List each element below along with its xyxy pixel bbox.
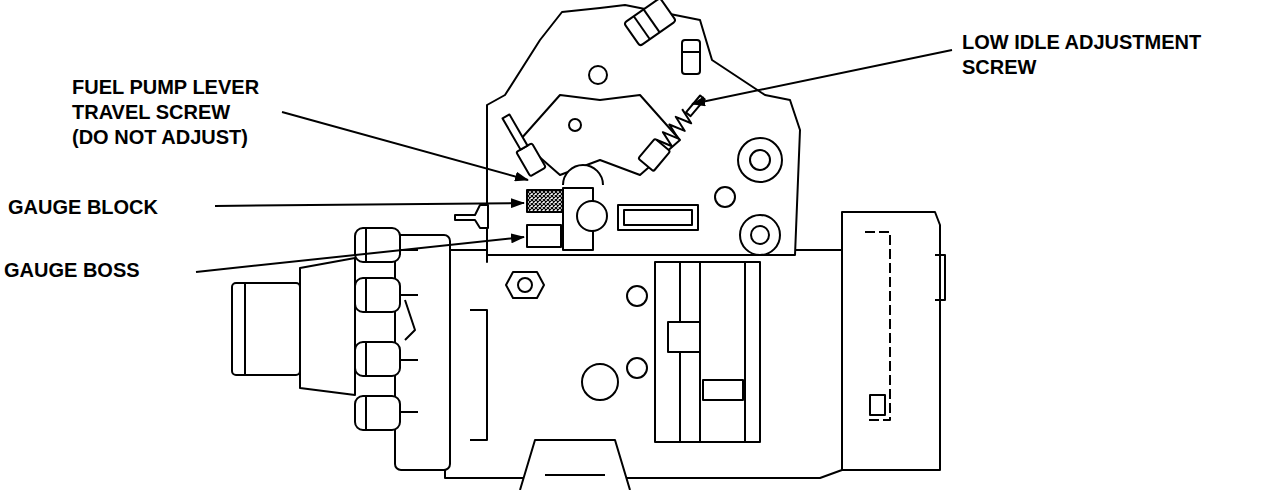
- governor-cover: [618, 205, 698, 230]
- bolts: [455, 205, 488, 228]
- distributor-head: [405, 300, 415, 340]
- governor-cover: [577, 201, 607, 231]
- governor-cover: [644, 9, 660, 32]
- governor-cover: [624, 210, 692, 225]
- distributor-head: [365, 396, 367, 430]
- drive-shaft: [244, 283, 246, 375]
- gauge-block: [527, 190, 563, 212]
- mounting-flange: [870, 395, 885, 415]
- mounting-flange: [842, 212, 945, 470]
- idle-screw: [686, 96, 705, 117]
- distributor-head: [355, 228, 450, 470]
- governor-cover: [634, 16, 650, 39]
- solenoid-block: [655, 262, 760, 442]
- pump-housing: [445, 250, 842, 478]
- travel-screw: [498, 112, 546, 176]
- pump-housing: [470, 310, 487, 440]
- solenoid-block: [703, 380, 743, 400]
- governor-cover: [682, 40, 700, 74]
- drive-shaft: [232, 283, 300, 375]
- distributor-head: [355, 278, 400, 312]
- pump-housing: [545, 474, 605, 476]
- solenoid-block: [668, 322, 700, 352]
- callout-label: LOW IDLE ADJUSTMENT SCREW: [962, 30, 1242, 80]
- distributor-head: [365, 342, 367, 376]
- governor-cover: [738, 138, 782, 182]
- leader-lines: [196, 237, 524, 272]
- bolts: [518, 278, 532, 292]
- mounting-flange: [865, 232, 890, 420]
- distributor-head: [365, 278, 367, 312]
- governor-cover: [751, 226, 769, 244]
- solenoid-block: [655, 262, 760, 442]
- bolts: [506, 272, 544, 298]
- leader-lines: [692, 50, 952, 104]
- governor-cover: [715, 187, 735, 207]
- distributor-head: [355, 396, 400, 430]
- governor-cover: [750, 150, 770, 170]
- governor-cover: [624, 0, 676, 46]
- bolts: [627, 358, 647, 378]
- leader-lines: [282, 112, 528, 180]
- governor-cover: [740, 215, 780, 255]
- governor-cover: [682, 51, 700, 53]
- leader-lines: [215, 203, 524, 206]
- drive-shaft: [300, 258, 355, 395]
- distributor-head: [400, 250, 418, 412]
- callout-label: GAUGE BLOCK: [8, 195, 198, 220]
- travel-screw: [503, 114, 528, 149]
- distributor-head: [355, 342, 400, 376]
- distributor-head: [395, 235, 450, 470]
- callout-label: GAUGE BOSS: [4, 258, 184, 283]
- governor-cover: [563, 165, 603, 185]
- solenoid-block: [744, 262, 746, 442]
- leader-lines: [196, 50, 952, 272]
- pump-housing: [520, 440, 630, 490]
- pump-housing: [445, 250, 842, 490]
- governor-cover: [589, 66, 607, 84]
- callout-label: FUEL PUMP LEVER TRAVEL SCREW (DO NOT ADJ…: [72, 75, 267, 150]
- mounting-flange: [935, 255, 945, 300]
- distributor-head: [355, 228, 400, 262]
- distributor-head: [365, 228, 367, 262]
- drive-shaft: [232, 258, 355, 395]
- governor-cover: [624, 0, 676, 46]
- bolts: [455, 205, 647, 378]
- bolts: [627, 286, 647, 306]
- governor-cover: [487, 0, 800, 262]
- mounting-flange: [842, 212, 940, 470]
- pump-housing: [582, 364, 618, 400]
- gauge-boss: [527, 225, 561, 247]
- governor-cover: [569, 119, 581, 131]
